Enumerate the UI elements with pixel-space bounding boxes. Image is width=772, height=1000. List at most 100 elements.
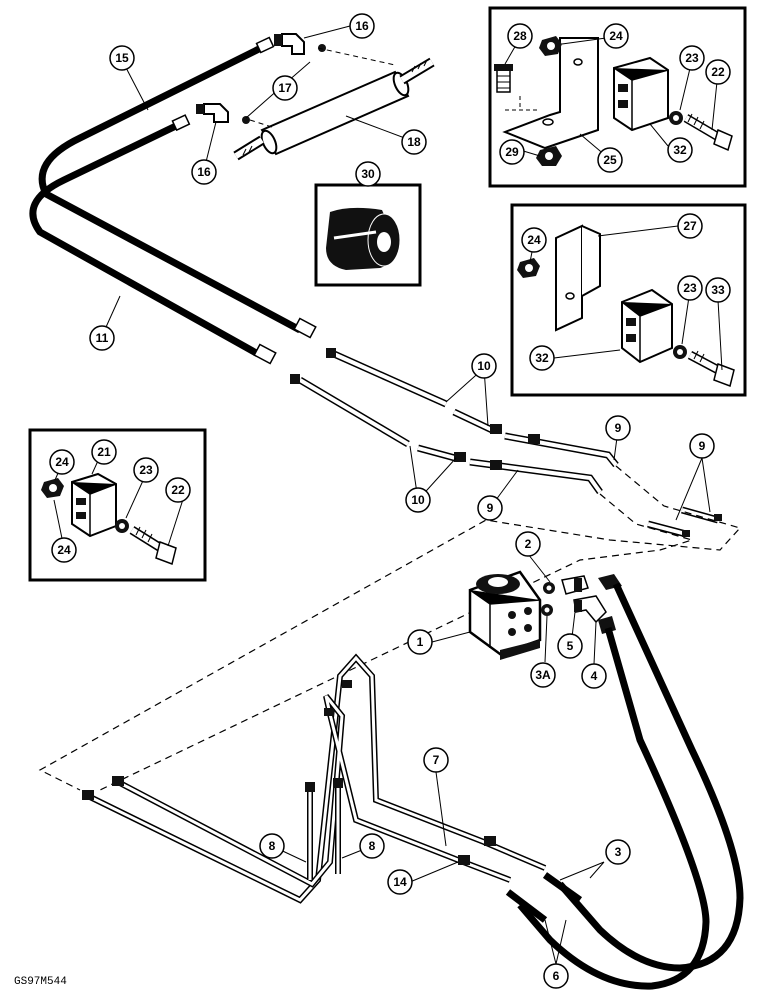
hose-3 [542, 582, 744, 972]
callout-c7: 7 [423, 747, 449, 773]
svg-text:14: 14 [393, 875, 407, 889]
routing-dashed-lines [38, 465, 742, 791]
svg-text:30: 30 [361, 167, 375, 181]
svg-text:22: 22 [171, 483, 185, 497]
callout-c32a: 32 [667, 137, 693, 163]
svg-text:9: 9 [487, 501, 494, 515]
svg-text:7: 7 [433, 753, 440, 767]
callout-c16b: 16 [191, 159, 217, 185]
tube-14 [112, 694, 512, 888]
callout-c24b: 24 [521, 227, 547, 253]
svg-text:21: 21 [97, 445, 111, 459]
tube-9-lower [469, 458, 603, 495]
hose-11 [29, 114, 277, 365]
svg-text:9: 9 [615, 421, 622, 435]
svg-text:29: 29 [505, 145, 519, 159]
elbow-fitting-lower [196, 103, 229, 123]
steering-control-valve [468, 570, 542, 660]
svg-text:24: 24 [527, 233, 541, 247]
svg-text:24: 24 [55, 455, 69, 469]
callout-c33: 33 [705, 277, 731, 303]
figure-code: GS97M544 [14, 976, 67, 988]
tube-8-pair [305, 778, 343, 880]
callout-c29: 29 [499, 139, 525, 165]
callout-c28: 28 [507, 23, 533, 49]
svg-text:10: 10 [477, 359, 491, 373]
callout-c21: 21 [91, 439, 117, 465]
valve-fittings [541, 574, 622, 634]
callout-c15: 15 [109, 45, 135, 71]
callout-c2: 2 [515, 531, 541, 557]
callout-c10a: 10 [471, 353, 497, 379]
callout-c6: 6 [543, 963, 569, 989]
svg-text:24: 24 [57, 543, 71, 557]
svg-text:4: 4 [591, 669, 598, 683]
steering-cylinder [233, 44, 435, 161]
callout-c8b: 8 [359, 833, 385, 859]
callout-c17: 17 [272, 75, 298, 101]
svg-text:22: 22 [711, 65, 725, 79]
callout-c24c: 24 [49, 449, 75, 475]
callout-c10b: 10 [405, 487, 431, 513]
svg-text:10: 10 [411, 493, 425, 507]
callout-c24a: 24 [603, 23, 629, 49]
callout-c11: 11 [89, 325, 115, 351]
callout-c22a: 22 [705, 59, 731, 85]
callout-c23a: 23 [679, 45, 705, 71]
tube-9-ends [647, 506, 722, 538]
svg-text:3A: 3A [535, 668, 551, 682]
svg-text:27: 27 [683, 219, 697, 233]
svg-text:23: 23 [139, 463, 153, 477]
callout-c3a: 3A [530, 662, 556, 688]
svg-text:1: 1 [417, 635, 424, 649]
tube-7 [82, 653, 547, 904]
svg-text:23: 23 [683, 281, 697, 295]
elbow-fitting-upper [274, 33, 305, 55]
callout-c27: 27 [677, 213, 703, 239]
svg-text:24: 24 [609, 29, 623, 43]
callout-c32b: 32 [529, 345, 555, 371]
svg-text:8: 8 [369, 839, 376, 853]
callout-c9b: 9 [689, 433, 715, 459]
callout-c18: 18 [401, 129, 427, 155]
svg-text:23: 23 [685, 51, 699, 65]
callout-c25: 25 [597, 147, 623, 173]
callout-c5: 5 [557, 633, 583, 659]
svg-text:15: 15 [115, 51, 129, 65]
inset-panel-spacer [314, 183, 422, 287]
callout-c8a: 8 [259, 833, 285, 859]
callout-c16a: 16 [349, 13, 375, 39]
svg-text:9: 9 [699, 439, 706, 453]
callout-c23b: 23 [677, 275, 703, 301]
callout-c3: 3 [605, 839, 631, 865]
svg-text:11: 11 [96, 331, 109, 345]
callout-c4: 4 [581, 663, 607, 689]
tube-10-lower [290, 374, 466, 462]
svg-text:5: 5 [567, 639, 574, 653]
callout-c1: 1 [407, 629, 433, 655]
tube-9-upper [504, 432, 619, 468]
hose-6 [505, 627, 710, 990]
svg-text:28: 28 [513, 29, 527, 43]
callout-c23c: 23 [133, 457, 159, 483]
tube-10-upper [326, 348, 502, 434]
callout-c14: 14 [387, 869, 413, 895]
svg-text:6: 6 [553, 969, 560, 983]
svg-text:18: 18 [407, 135, 421, 149]
svg-text:16: 16 [355, 19, 369, 33]
svg-text:3: 3 [615, 845, 622, 859]
svg-text:17: 17 [278, 81, 292, 95]
svg-text:16: 16 [197, 165, 211, 179]
callout-c24d: 24 [51, 537, 77, 563]
callout-c9c: 9 [477, 495, 503, 521]
callout-c22b: 22 [165, 477, 191, 503]
svg-text:8: 8 [269, 839, 276, 853]
svg-text:25: 25 [603, 153, 617, 167]
svg-text:2: 2 [525, 537, 532, 551]
callout-c30: 30 [355, 161, 381, 187]
svg-text:33: 33 [711, 283, 725, 297]
svg-text:32: 32 [673, 143, 687, 157]
callout-c9a: 9 [605, 415, 631, 441]
svg-text:32: 32 [535, 351, 549, 365]
